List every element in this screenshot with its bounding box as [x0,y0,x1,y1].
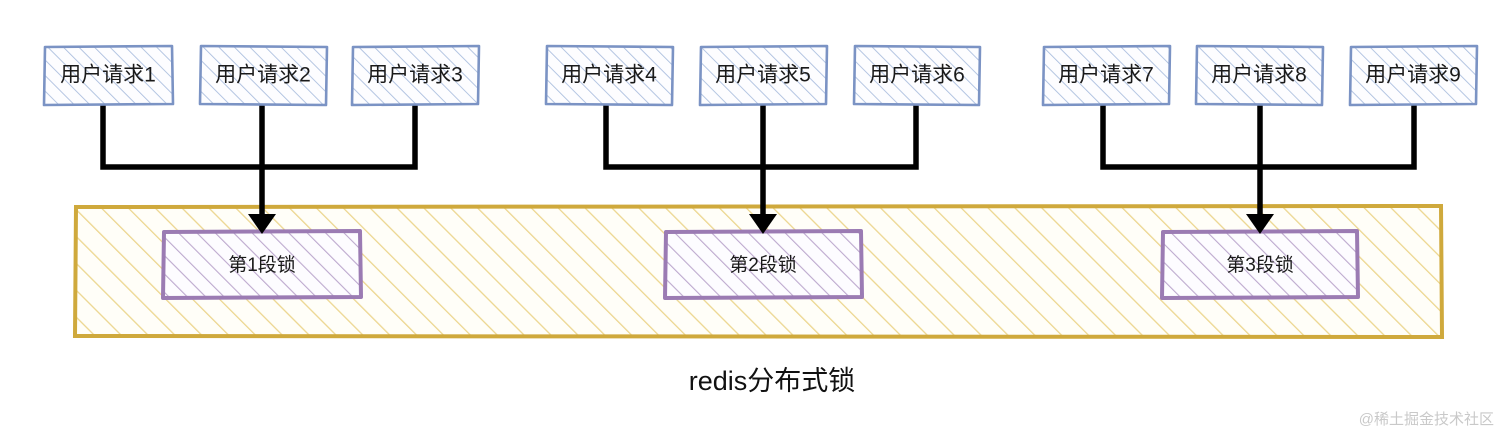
request-box-1[interactable]: 用户请求1 [42,44,175,107]
lock-box-label: 第3段锁 [1226,254,1294,276]
request-box-5[interactable]: 用户请求5 [698,44,829,107]
request-box-9[interactable]: 用户请求9 [1348,44,1479,107]
request-box-outline [1041,44,1172,107]
lock-box-3[interactable]: 第3段锁 [1160,229,1360,300]
request-box-outline [1348,44,1479,107]
request-box-outline [1194,44,1325,107]
connector-group-1 [100,105,418,234]
request-box-label: 用户请求9 [1365,64,1461,87]
request-box-outline [198,44,329,107]
request-box-7[interactable]: 用户请求7 [1041,44,1172,107]
lock-box-outline [663,229,864,300]
request-box-4[interactable]: 用户请求4 [544,44,675,107]
diagram-caption: redis分布式锁 [689,366,856,396]
request-box-label: 用户请求6 [869,64,965,87]
connector-group-3 [1100,105,1417,234]
request-box-outline [544,44,675,107]
request-box-label: 用户请求2 [215,64,311,87]
request-box-outline [852,44,982,107]
request-box-label: 用户请求7 [1058,64,1154,87]
request-box-label: 用户请求4 [561,64,657,87]
lock-box-1[interactable]: 第1段锁 [161,229,363,300]
request-box-label: 用户请求1 [60,64,156,87]
connector-group-2 [603,105,919,234]
arrow-head-icon [248,214,276,234]
lock-box-label: 第1段锁 [228,254,296,276]
request-box-2[interactable]: 用户请求2 [198,44,329,107]
lock-box-2[interactable]: 第2段锁 [663,229,864,300]
lock-box-outline [161,229,363,300]
request-box-6[interactable]: 用户请求6 [852,44,982,107]
arrow-head-icon [1246,214,1274,234]
request-box-3[interactable]: 用户请求3 [350,44,481,107]
request-box-label: 用户请求3 [367,64,463,87]
arrow-head-icon [749,214,777,234]
request-box-label: 用户请求8 [1211,64,1307,87]
request-box-outline [350,44,481,107]
lock-box-outline [1160,229,1360,300]
request-box-8[interactable]: 用户请求8 [1194,44,1325,107]
request-box-label: 用户请求5 [715,64,811,87]
request-box-outline [42,44,175,107]
lock-box-label: 第2段锁 [729,254,797,276]
request-box-outline [698,44,829,107]
watermark: @稀土掘金技术社区 [1359,411,1494,428]
connector-bracket [100,105,418,170]
